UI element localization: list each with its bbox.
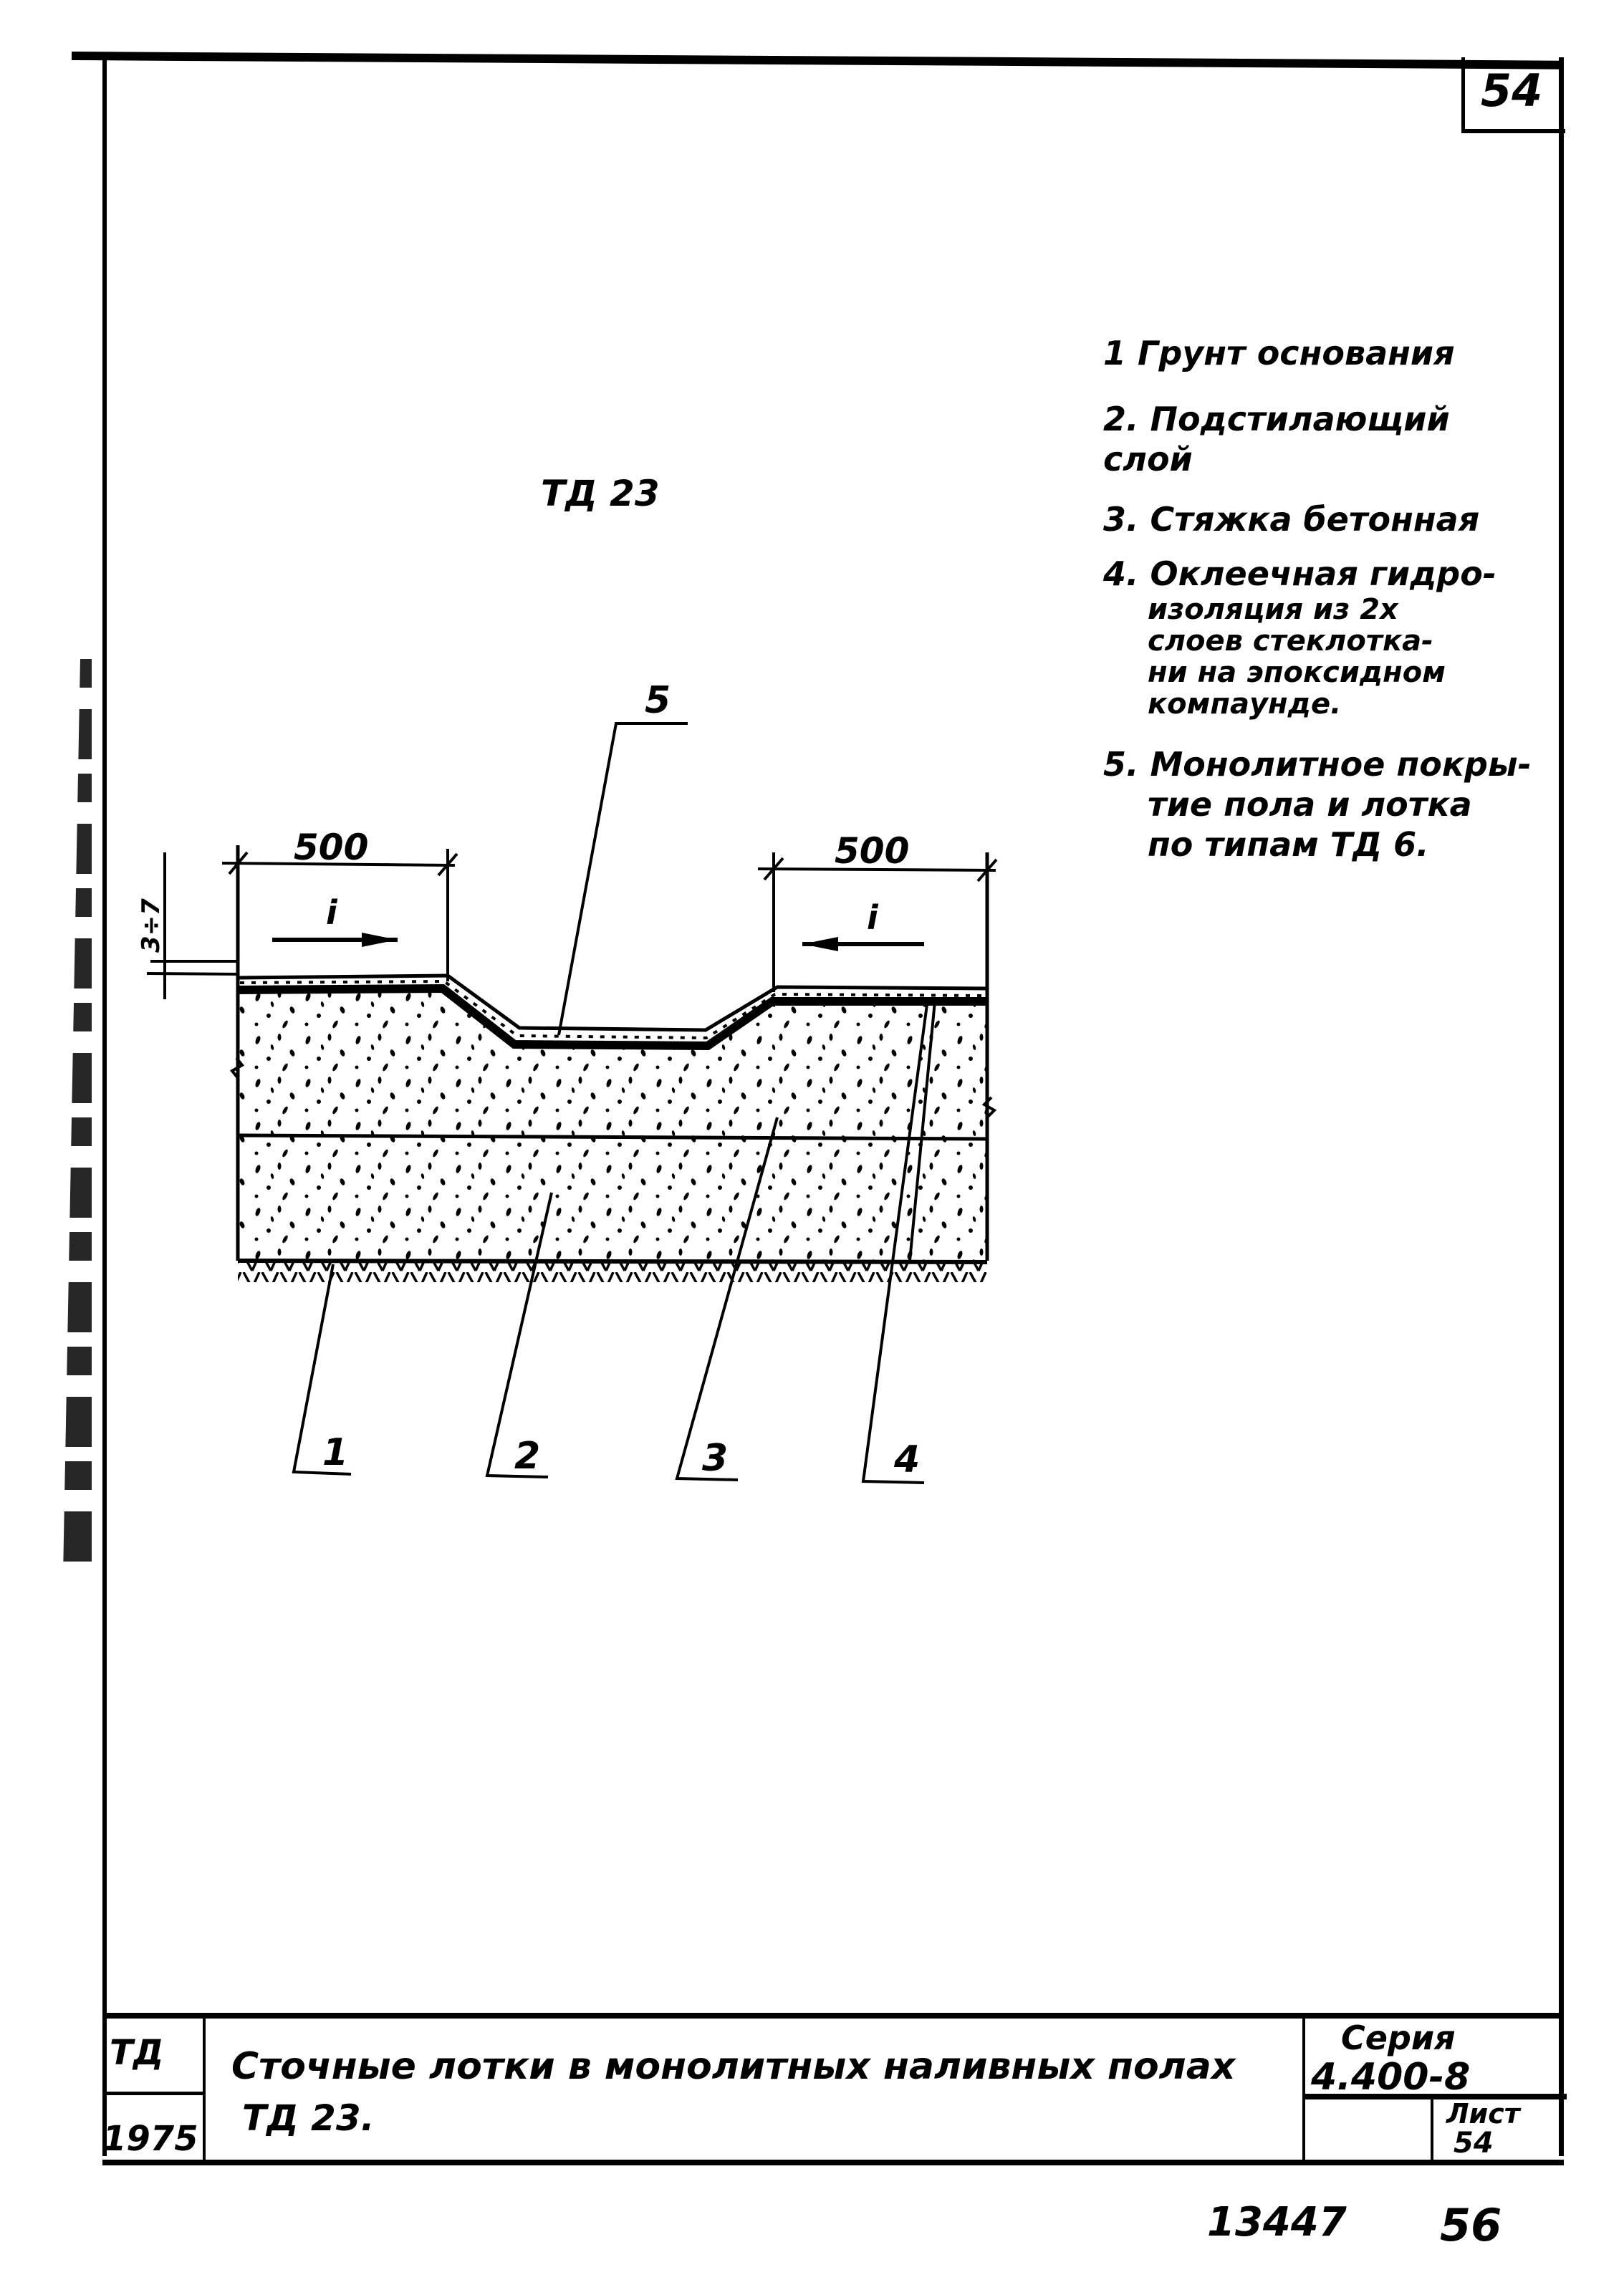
soil-hatch: [238, 1261, 987, 1282]
legend-item-3: 3. Стяжка бетонная: [1103, 499, 1547, 539]
legend-line: 5. Монолитное покры-: [1103, 745, 1532, 784]
legend-line: ни на эпоксидном: [1148, 656, 1446, 689]
drawing-title-line-2: ТД 23.: [242, 2097, 375, 2139]
legend-item-1: 1 Грунт основания: [1103, 333, 1547, 373]
callout-3: 3: [702, 1437, 728, 1480]
sheet-label: Лист: [1446, 2098, 1520, 2130]
title-block: ТД 1975 Сточные лотки в монолитных налив…: [102, 2013, 1567, 2165]
title-block-code: ТД: [110, 2033, 164, 2073]
dimension-left: 500: [294, 827, 368, 868]
legend-item-2: 2. Подстилающий слой: [1103, 399, 1547, 479]
slope-right-label: i: [867, 898, 879, 937]
dimension-right: 500: [835, 830, 909, 872]
callout-2: 2: [514, 1435, 540, 1478]
frame-right-border: [1559, 57, 1564, 2156]
series-value: 4.400-8: [1311, 2056, 1471, 2099]
legend-line: по типам ТД 6.: [1148, 825, 1429, 864]
callout-4: 4: [893, 1438, 920, 1481]
legend: 1 Грунт основания 2. Подстилающий слой 3…: [1103, 333, 1547, 879]
legend-line: 3. Стяжка бетонная: [1103, 500, 1480, 539]
legend-line: 1 Грунт основания: [1103, 334, 1455, 372]
frame-left-border: [102, 57, 107, 2156]
archive-number: 13447: [1207, 2199, 1347, 2246]
slope-left-label: i: [326, 893, 338, 932]
section-title: ТД 23: [541, 473, 660, 514]
legend-item-5: 5. Монолитное покры- тие пола и лотка по…: [1103, 744, 1547, 865]
sheet-corner-number: 54: [1481, 64, 1543, 117]
drawing-title-line-1: Сточные лотки в монолитных наливных пола…: [231, 2045, 1236, 2088]
title-block-series-column: Серия 4.400-8 Лист 54: [1302, 2019, 1567, 2160]
callout-5: 5: [645, 679, 671, 722]
title-block-bottom-border: [102, 2160, 1564, 2165]
screed-layer: [238, 988, 987, 1139]
underlayer: [238, 1135, 987, 1261]
legend-line: 2. Подстилающий слой: [1103, 400, 1450, 478]
sheet-value: 54: [1454, 2127, 1494, 2160]
thickness-dimension: 3÷7: [137, 898, 165, 953]
title-block-top-border: [102, 2013, 1564, 2019]
callout-1: 1: [322, 1431, 348, 1474]
legend-item-4: 4. Оклеечная гидро- изоляция из 2х слоев…: [1103, 554, 1547, 720]
title-block-code-column: ТД 1975: [102, 2019, 206, 2160]
page-number: 56: [1440, 2199, 1502, 2251]
sheet-cell: Лист 54: [1431, 2098, 1570, 2160]
title-block-year: 1975: [102, 2119, 198, 2159]
legend-line: изоляция из 2х: [1148, 593, 1398, 626]
title-block-code-divider: [102, 2092, 203, 2095]
title-block-series-divider: [1305, 2094, 1567, 2099]
legend-line: 4. Оклеечная гидро-: [1103, 554, 1496, 593]
series-label: Серия: [1341, 2019, 1456, 2057]
legend-line: компаунде.: [1148, 688, 1342, 721]
legend-line: слоев стеклотка-: [1148, 625, 1433, 658]
sheet-number-box: 54: [1461, 57, 1565, 133]
legend-line: тие пола и лотка: [1148, 785, 1472, 824]
